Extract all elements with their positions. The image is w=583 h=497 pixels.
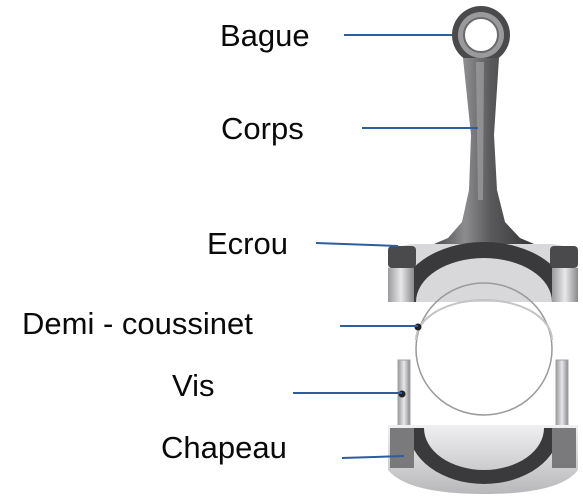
bearing-shells: [415, 283, 553, 415]
label-ecrou: Ecrou: [207, 226, 288, 261]
small-end-ring: [452, 6, 510, 64]
big-end-cap: [388, 425, 578, 494]
bolt: [398, 360, 568, 428]
label-demi-coussinet: Demi - coussinet: [22, 306, 253, 341]
nut-left: [388, 246, 416, 268]
label-bague: Bague: [220, 18, 310, 53]
leader-line-ecrou: [316, 243, 398, 246]
label-vis: Vis: [172, 368, 215, 403]
label-corps: Corps: [221, 111, 304, 146]
label-chapeau: Chapeau: [161, 430, 287, 465]
big-end-upper: [388, 242, 578, 302]
rod-body: [420, 58, 548, 250]
nut-right: [550, 246, 578, 268]
